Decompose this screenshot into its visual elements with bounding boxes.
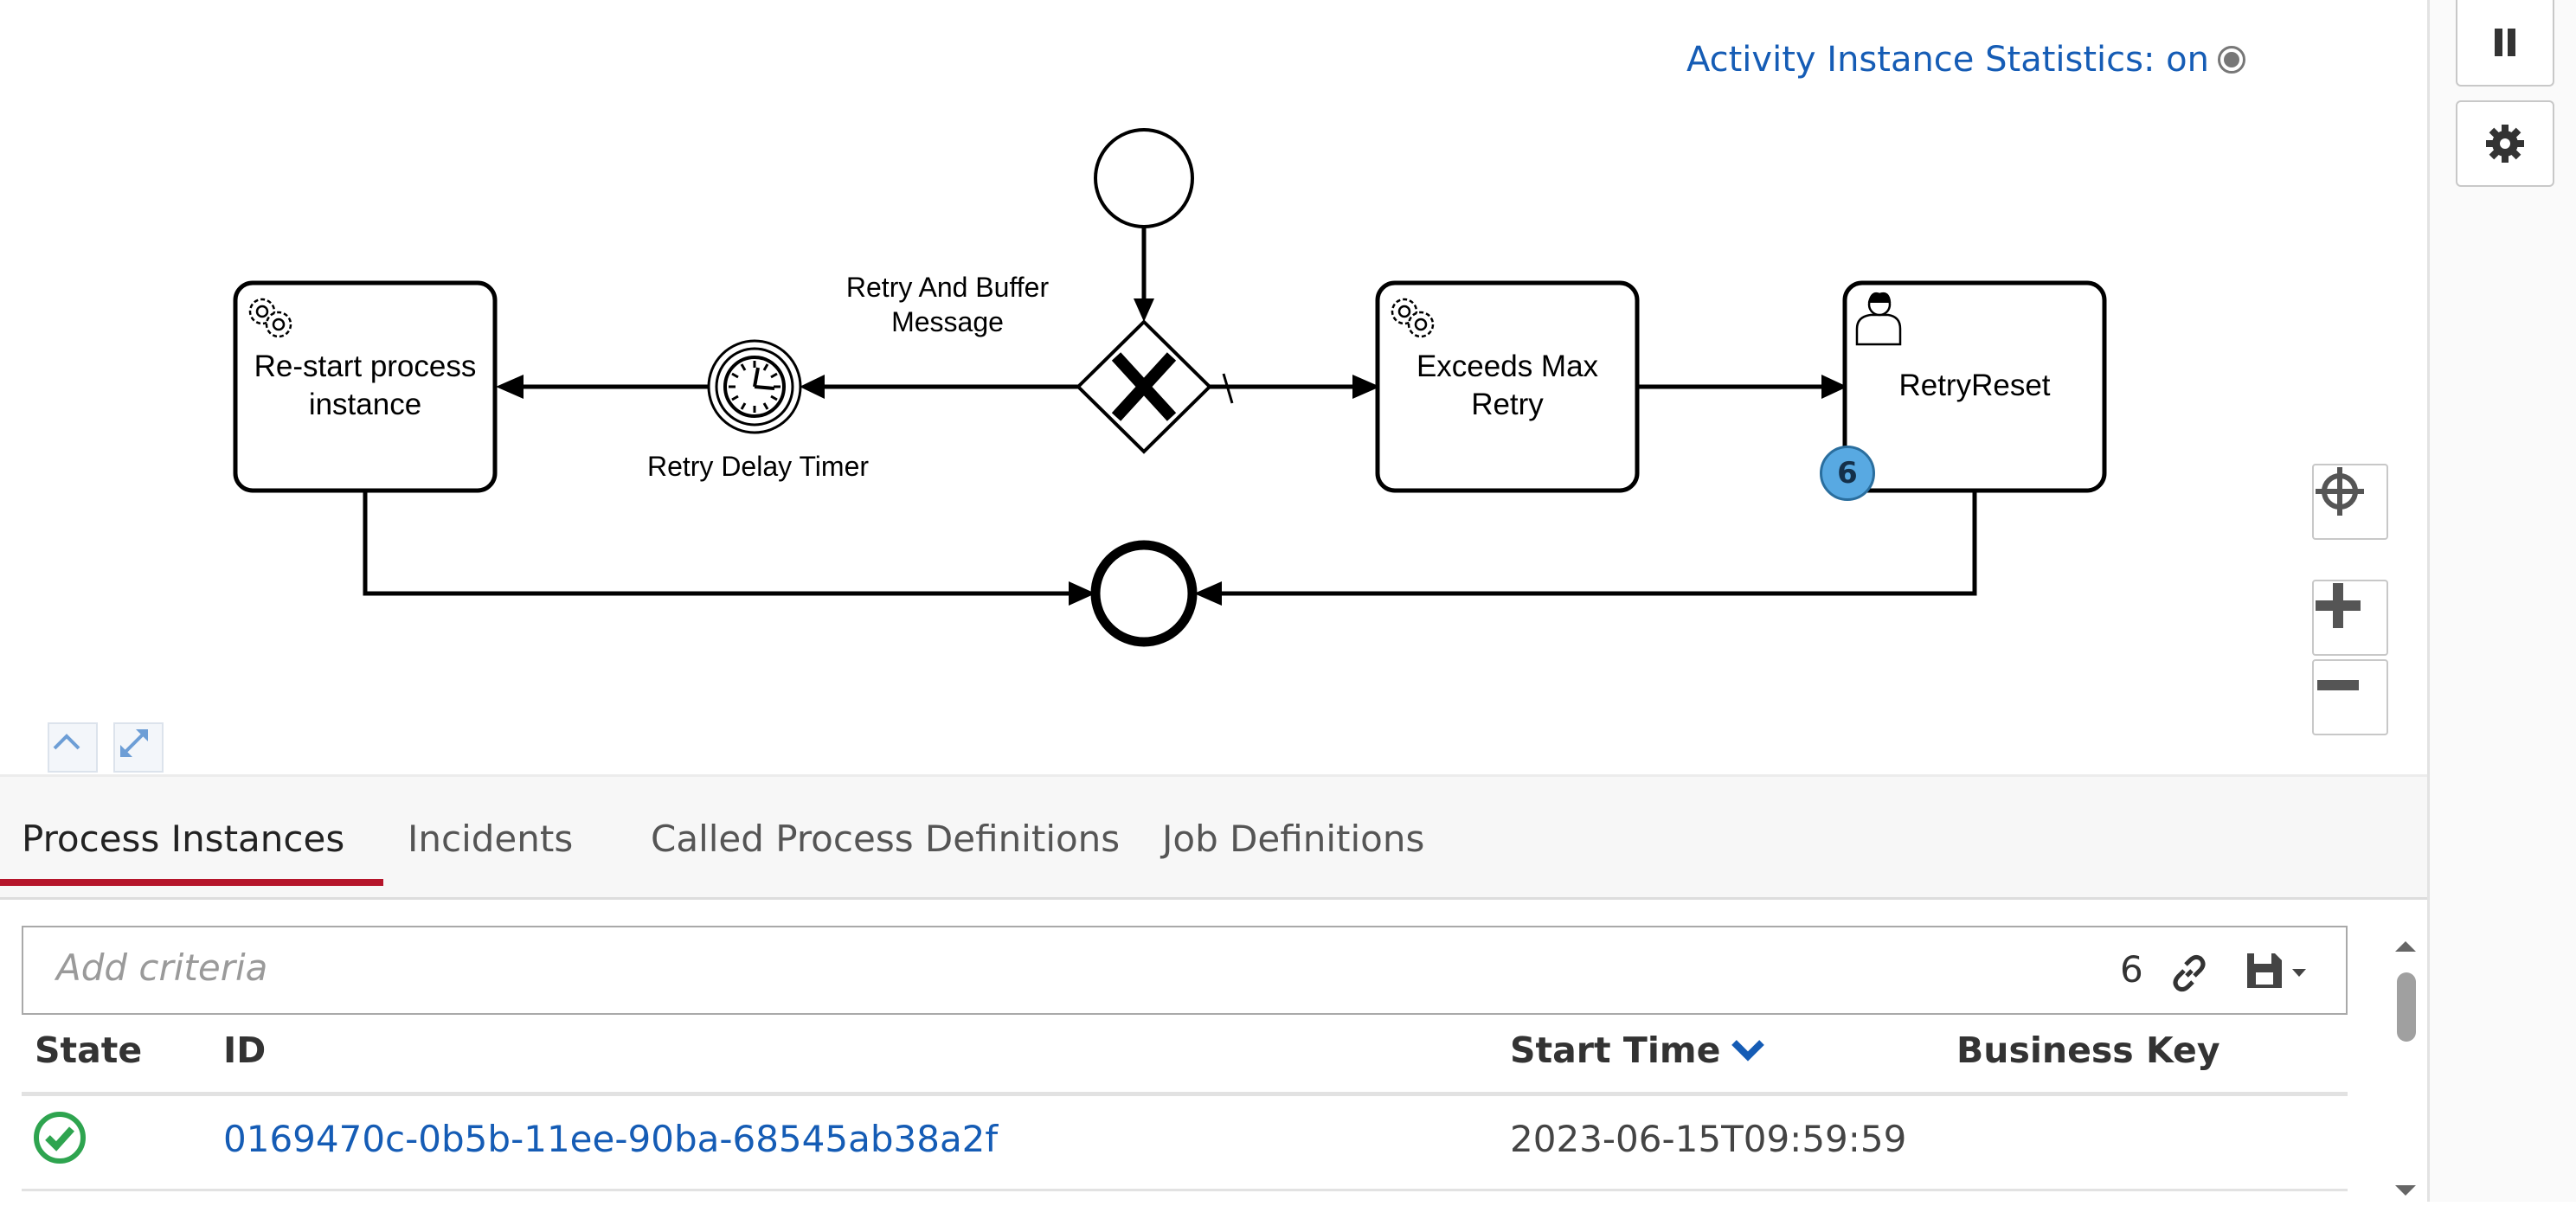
statistics-toggle-label: Activity Instance Statistics: on [1686, 40, 2209, 80]
task-label-line-2: instance [309, 388, 421, 421]
tabs-bar: Process Instances Incidents Called Proce… [0, 774, 2427, 900]
check-circle-icon [34, 1112, 86, 1164]
column-header-business-key[interactable]: Business Key [1956, 1030, 2220, 1071]
flow-retryreset-to-end [1220, 491, 1977, 596]
tab-job-definitions[interactable]: Job Definitions [1162, 817, 1425, 860]
instance-count-badge[interactable]: 6 [1820, 446, 1875, 501]
user-icon [1855, 292, 1902, 346]
task-restart-process-instance[interactable]: Re-start process instance [233, 280, 498, 493]
timer-event[interactable] [707, 339, 802, 434]
timer-label: Retry Delay Timer [647, 451, 869, 482]
tab-called-process-definitions[interactable]: Called Process Definitions [651, 817, 1121, 860]
settings-button[interactable] [2456, 100, 2554, 187]
pause-button[interactable] [2456, 0, 2554, 87]
tab-process-instances[interactable]: Process Instances [0, 777, 384, 900]
crosshair-icon [2316, 467, 2364, 516]
scroll-down-arrow-icon [2395, 1185, 2416, 1196]
column-header-start-time[interactable]: Start Time [1510, 1030, 1765, 1071]
column-header-label: Start Time [1510, 1030, 1721, 1071]
bpmn-canvas[interactable]: Re-start process instance Exceeds Max Re… [0, 0, 2427, 774]
task-label: RetryReset [1898, 369, 2050, 402]
save-search-dropdown[interactable] [2245, 948, 2315, 997]
column-header-state[interactable]: State [35, 1030, 143, 1071]
reset-zoom-button[interactable] [2312, 464, 2388, 540]
caret-down-icon [2292, 969, 2306, 977]
end-event[interactable] [1090, 540, 1198, 647]
plus-icon [2316, 583, 2361, 628]
search-criteria-box[interactable]: Add criteria 6 [22, 926, 2348, 1015]
gear-icon [248, 298, 292, 338]
search-input[interactable]: Add criteria [56, 946, 268, 989]
scrollbar-thumb [2397, 972, 2416, 1042]
zoom-in-button[interactable] [2312, 580, 2388, 656]
right-sidebar [2427, 0, 2576, 1202]
tab-incidents[interactable]: Incidents [408, 817, 574, 860]
table-row-divider [22, 1189, 2348, 1191]
process-instance-id-link[interactable]: 0169470c-0b5b-11ee-90ba-68545ab38a2f [223, 1118, 999, 1160]
scroll-up-arrow-icon [2395, 941, 2416, 952]
expand-icon [120, 729, 148, 757]
activity-instance-statistics-toggle[interactable]: Activity Instance Statistics: on [1686, 40, 2245, 80]
floppy-disk-icon [2247, 953, 2306, 988]
gear-icon [1391, 298, 1435, 338]
flow-restart-to-end [363, 491, 1073, 596]
gateway-flow-label-line-1: Retry And Buffer [846, 272, 1050, 303]
gear-icon [2486, 125, 2524, 163]
task-label-line-1: Exceeds Max [1416, 350, 1599, 383]
zoom-out-button[interactable] [2312, 659, 2388, 735]
exclusive-gateway[interactable] [1076, 319, 1212, 454]
radio-on-icon [2218, 46, 2245, 74]
collapse-button[interactable] [48, 722, 98, 773]
result-count: 6 [2120, 948, 2143, 991]
scrollbar-graphic [2395, 941, 2416, 1196]
minus-icon [2317, 680, 2359, 690]
start-time-cell: 2023-06-15T09:59:59 [1510, 1118, 1907, 1160]
chevron-up-icon [53, 734, 80, 750]
maximize-button[interactable] [113, 722, 164, 773]
scrollbar[interactable] [2388, 934, 2423, 1202]
chevron-down-icon [1731, 1040, 1765, 1062]
table-header-divider [22, 1092, 2348, 1096]
task-retry-reset[interactable]: RetryReset [1842, 280, 2107, 493]
bpmn-diagram: Re-start process instance Exceeds Max Re… [233, 128, 2107, 647]
gateway-flow-label-line-2: Message [891, 306, 1004, 337]
pause-icon [2495, 29, 2515, 56]
start-event[interactable] [1094, 128, 1194, 228]
task-label-line-1: Re-start process [254, 350, 477, 383]
sequence-flows [363, 227, 1977, 606]
column-header-id[interactable]: ID [223, 1030, 267, 1071]
default-flow-marker [1222, 373, 1234, 404]
task-exceeds-max-retry[interactable]: Exceeds Max Retry [1375, 280, 1640, 493]
task-label-line-2: Retry [1471, 388, 1544, 421]
link-icon[interactable] [2169, 953, 2209, 993]
